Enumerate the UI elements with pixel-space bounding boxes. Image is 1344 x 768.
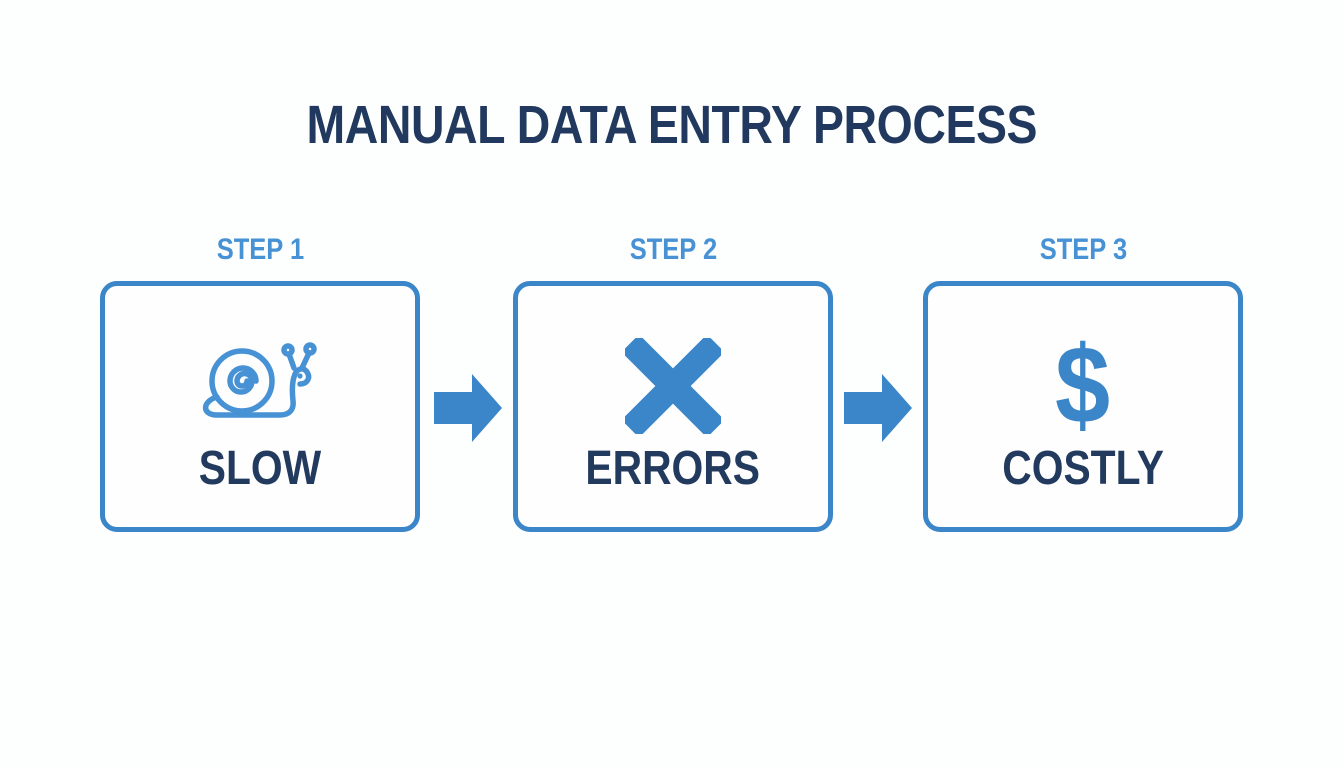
snail-icon	[105, 321, 415, 451]
step-3-box: $ COSTLY	[923, 281, 1243, 532]
step-2-label: STEP 2	[513, 232, 833, 268]
dollar-icon: $	[928, 321, 1238, 451]
snail-icon-svg	[202, 342, 317, 418]
step-2-box: ERRORS	[513, 281, 833, 532]
step-2: STEP 2 ERRORS	[513, 232, 833, 537]
step-3: STEP 3 $ COSTLY	[923, 232, 1243, 537]
step-1-caption: SLOW	[105, 441, 415, 496]
x-icon-svg	[625, 338, 721, 434]
step-3-caption-text: COSTLY	[1002, 442, 1164, 495]
page-title: MANUAL DATA ENTRY PROCESS	[0, 95, 1344, 155]
step-1-caption-text: SLOW	[198, 442, 322, 495]
step-1: STEP 1	[100, 232, 420, 537]
step-1-label-text: STEP 1	[216, 233, 304, 266]
step-3-label: STEP 3	[923, 232, 1243, 268]
arrow-right-icon	[844, 368, 912, 448]
step-3-caption: COSTLY	[928, 441, 1238, 496]
step-1-box: SLOW	[100, 281, 420, 532]
page-title-text: MANUAL DATA ENTRY PROCESS	[306, 95, 1038, 155]
step-1-label: STEP 1	[100, 232, 420, 268]
step-2-caption-text: ERRORS	[585, 442, 761, 495]
arrow-right-icon	[434, 368, 502, 448]
arrow-right-icon-svg	[434, 374, 502, 442]
dollar-icon-glyph: $	[1055, 324, 1111, 447]
step-3-label-text: STEP 3	[1039, 233, 1127, 266]
arrow-right-icon-svg	[844, 374, 912, 442]
step-2-label-text: STEP 2	[629, 233, 717, 266]
x-icon	[518, 321, 828, 451]
step-2-caption: ERRORS	[518, 441, 828, 496]
